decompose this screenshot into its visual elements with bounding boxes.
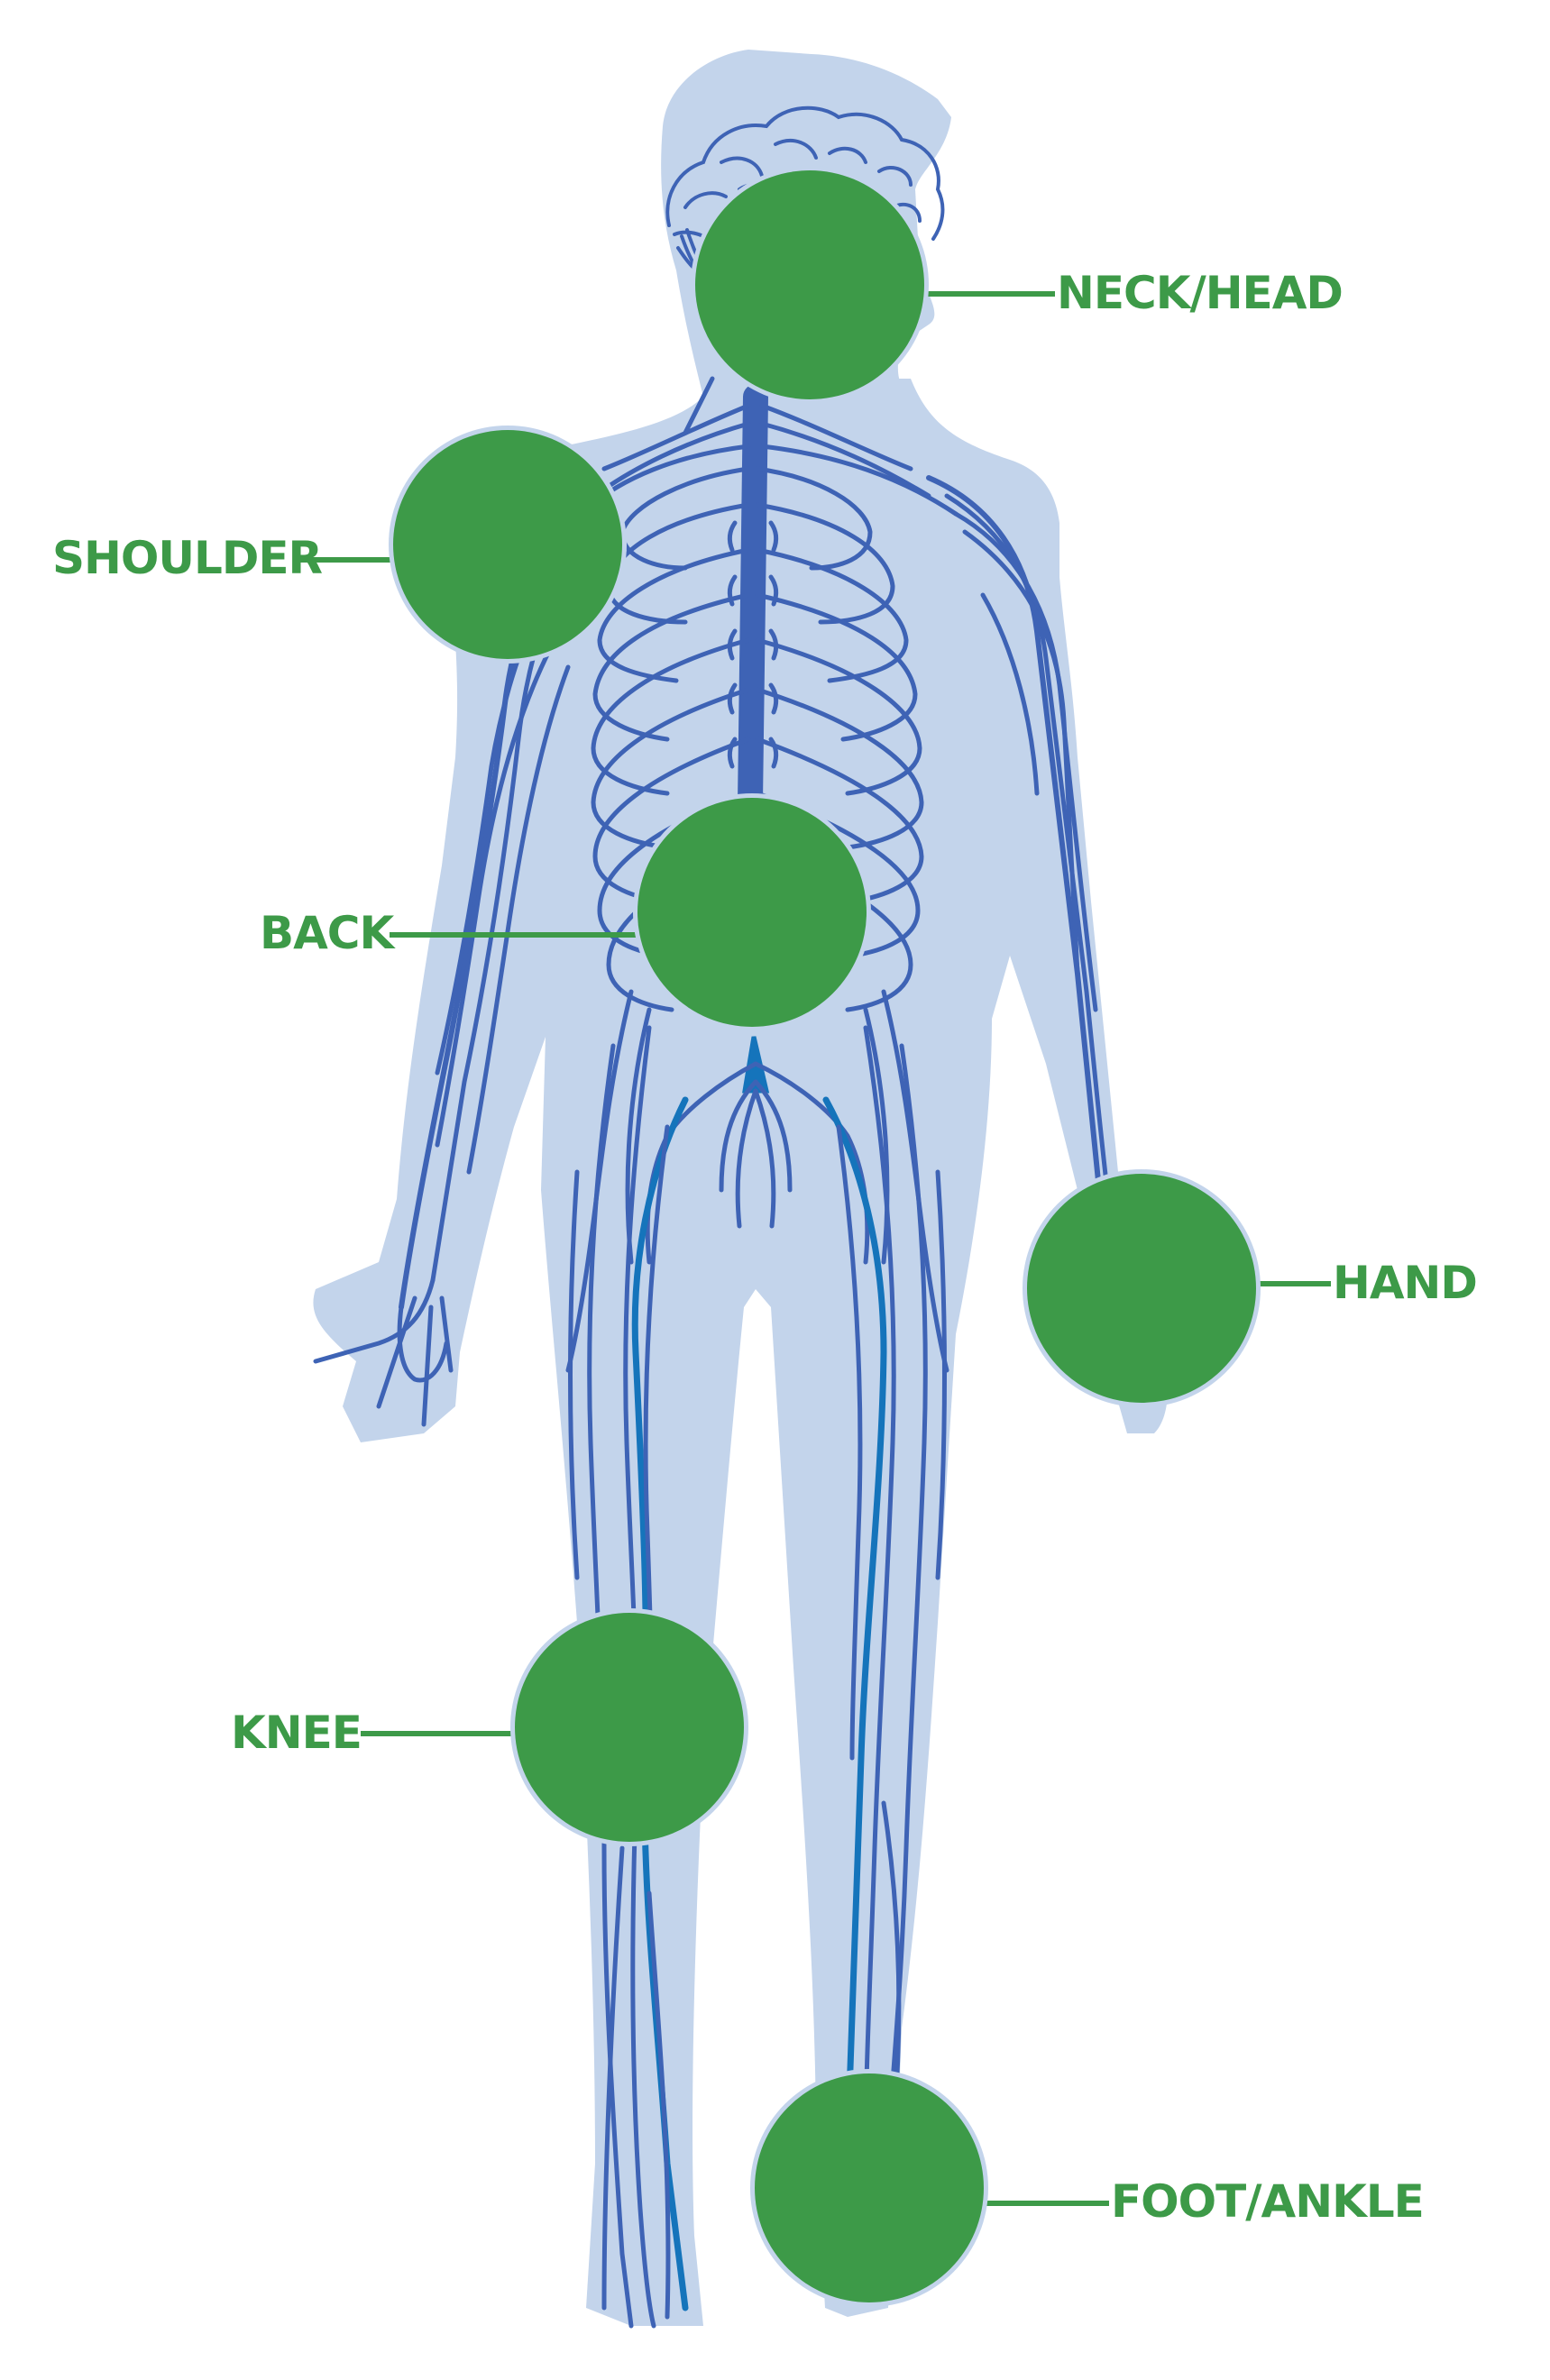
marker-knee[interactable] xyxy=(515,1613,744,1842)
label-shoulder[interactable]: SHOULDER xyxy=(52,532,323,584)
connector-lines xyxy=(299,291,1331,2206)
label-neck-head[interactable]: NECK/HEAD xyxy=(1057,267,1344,319)
marker-back[interactable] xyxy=(637,798,867,1027)
region-markers xyxy=(389,166,1261,2307)
marker-hand[interactable] xyxy=(1027,1174,1256,1403)
marker-shoulder[interactable] xyxy=(393,430,622,659)
label-knee[interactable]: KNEE xyxy=(231,1707,362,1759)
marker-neck-head-fill[interactable] xyxy=(695,170,924,399)
label-back[interactable]: BACK xyxy=(260,907,394,959)
label-foot-ankle[interactable]: FOOT/ANKLE xyxy=(1111,2175,1425,2228)
label-hand[interactable]: HAND xyxy=(1333,1257,1478,1309)
marker-foot-ankle[interactable] xyxy=(755,2073,984,2302)
body-silhouette xyxy=(313,50,1169,2326)
nerve-network xyxy=(313,376,1116,2329)
